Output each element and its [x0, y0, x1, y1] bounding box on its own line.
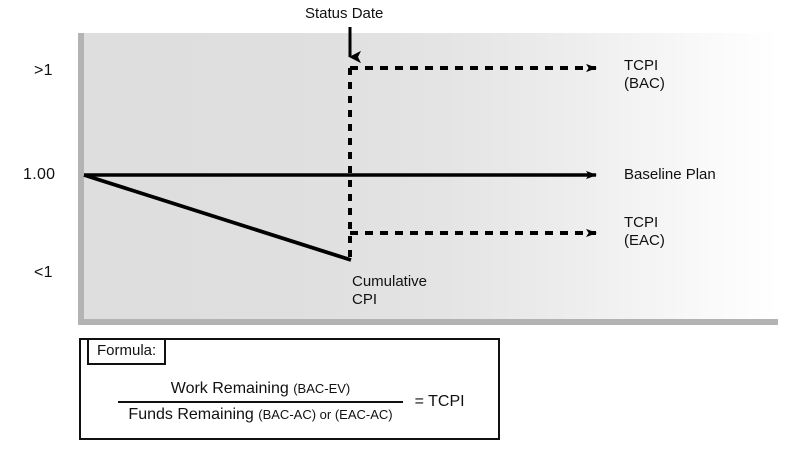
formula-denominator: Funds Remaining (BAC-AC) or (EAC-AC) [118, 403, 402, 426]
formula-numerator-detail: (BAC-EV) [293, 381, 351, 396]
formula-tag-label: Formula: [87, 340, 167, 365]
series-label-cumulative-cpi: Cumulative CPI [352, 273, 427, 309]
series-label-tcpi-eac-line1: TCPI [624, 214, 659, 231]
series-label-cumulative-cpi-line2: CPI [352, 291, 378, 308]
series-label-tcpi-bac-line2: (BAC) [624, 75, 665, 92]
formula-result: = TCPI [414, 393, 465, 410]
series-label-tcpi-bac: TCPI (BAC) [624, 57, 665, 93]
formula-numerator-main: Work Remaining [170, 380, 294, 397]
chart-bottom-axis-rail [78, 319, 778, 325]
formula-numerator: Work Remaining (BAC-EV) [118, 378, 402, 401]
series-label-tcpi-bac-line1: TCPI [624, 57, 659, 74]
formula-denominator-detail: (BAC-AC) or (EAC-AC) [258, 407, 393, 422]
formula-denominator-main: Funds Remaining [128, 406, 259, 423]
status-date-label: Status Date [305, 5, 384, 22]
y-axis-tick-greater-than-one: >1 [34, 62, 53, 79]
formula-fraction-bar [118, 401, 403, 403]
series-label-tcpi-eac-line2: (EAC) [624, 232, 665, 249]
series-label-cumulative-cpi-line1: Cumulative [352, 273, 428, 290]
series-label-baseline-plan-text: Baseline Plan [624, 166, 716, 183]
formula-expression: Work Remaining (BAC-EV) Funds Remaining … [81, 378, 502, 426]
series-label-baseline-plan: Baseline Plan [624, 166, 716, 184]
chart-left-axis-rail [78, 33, 84, 325]
formula-fraction: Work Remaining (BAC-EV) Funds Remaining … [118, 378, 403, 426]
y-axis-tick-one: 1.00 [23, 166, 56, 183]
y-axis-tick-less-than-one: <1 [34, 264, 53, 281]
series-label-tcpi-eac: TCPI (EAC) [624, 214, 665, 250]
formula-box: Formula: Work Remaining (BAC-EV) Funds R… [79, 338, 500, 440]
